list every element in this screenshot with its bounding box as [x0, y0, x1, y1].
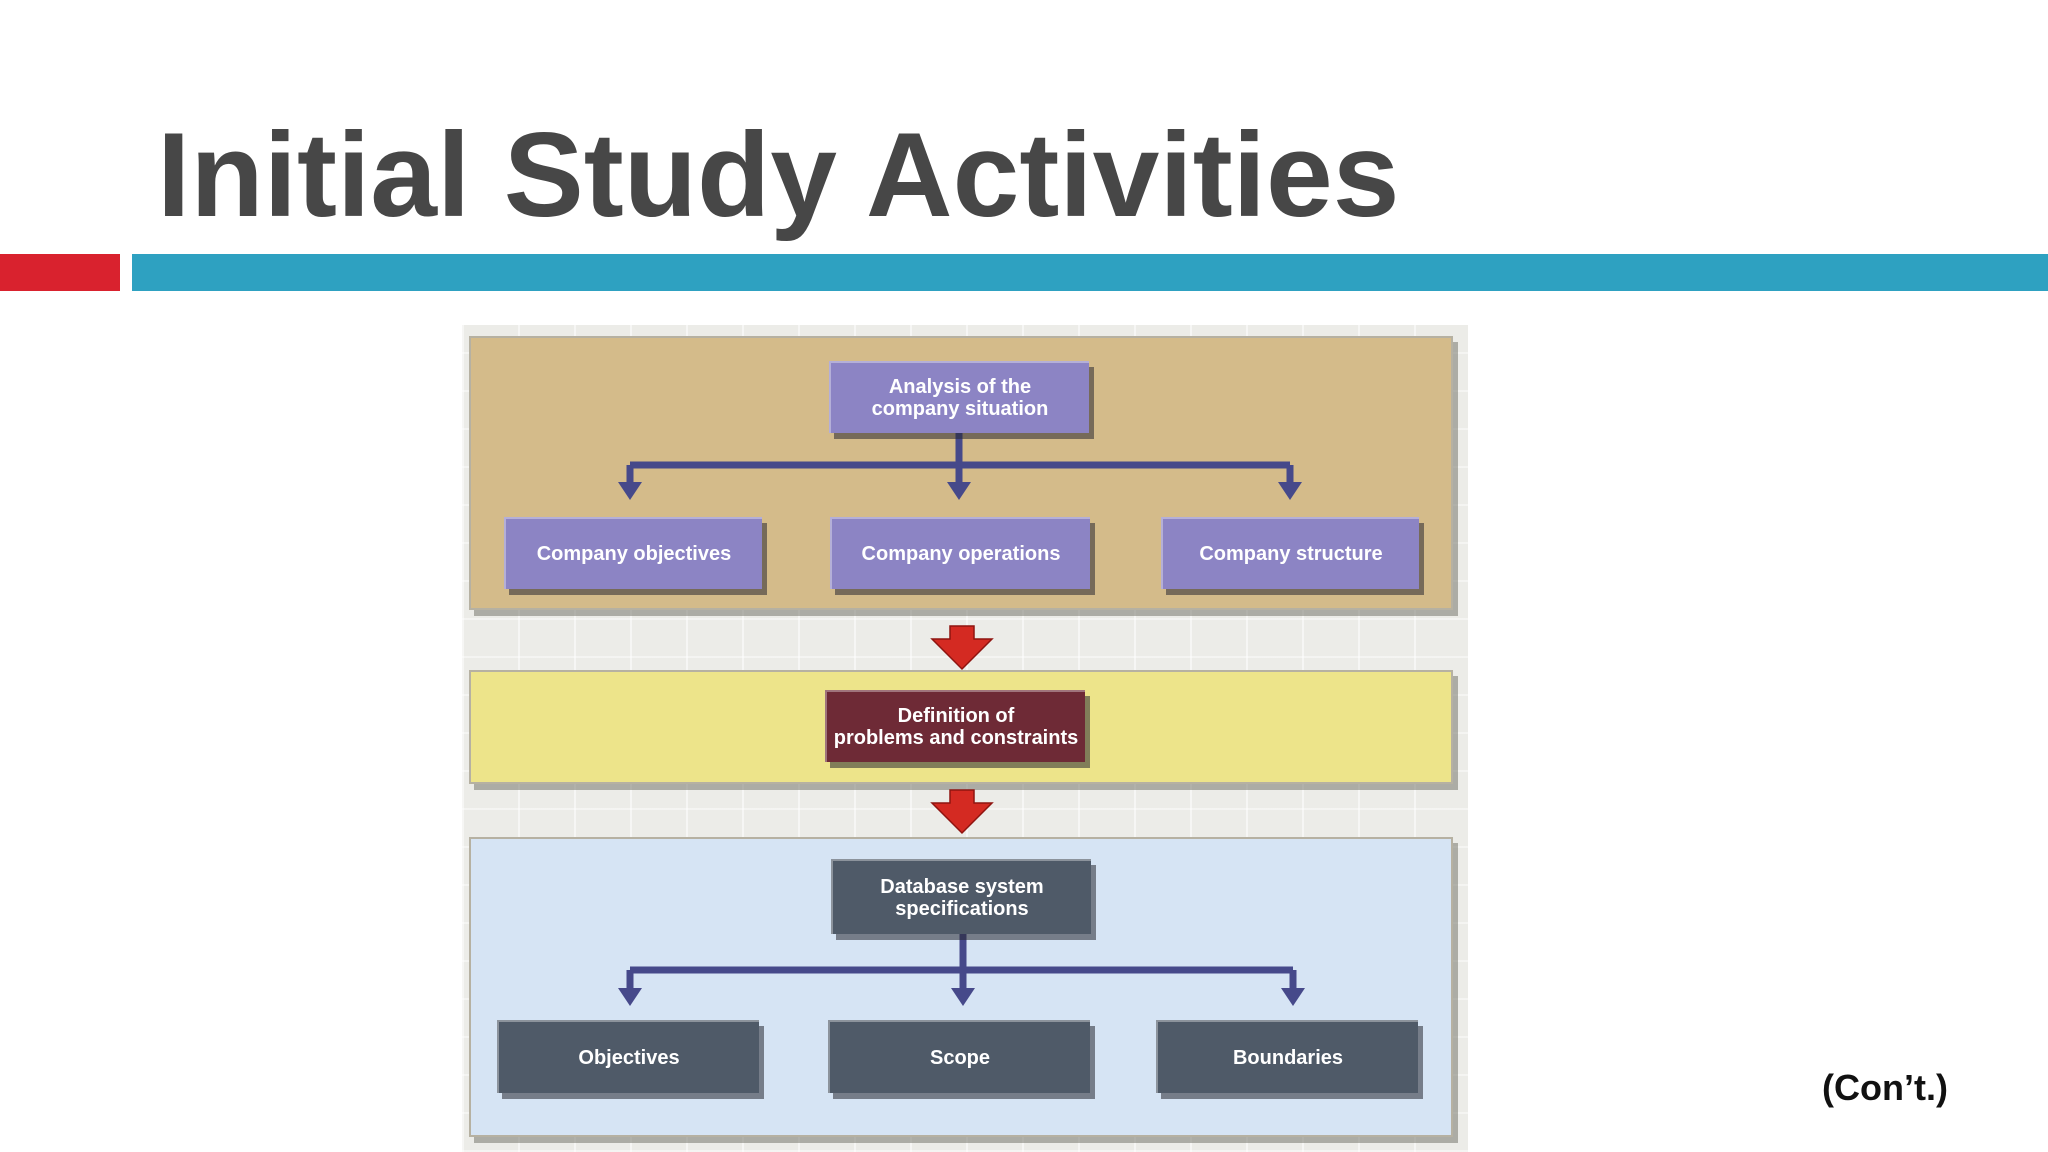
- connectors: [618, 433, 1305, 1006]
- initial-study-diagram: Analysis of the company situation Compan…: [462, 325, 1468, 1152]
- company-structure-node: Company structure: [1161, 517, 1419, 589]
- title-rule-accent: [0, 254, 120, 291]
- continued-label: (Con’t.): [1822, 1067, 1948, 1108]
- scope-node: Scope: [828, 1020, 1090, 1093]
- analysis-root-node: Analysis of the company situation: [829, 361, 1089, 433]
- specifications-tree-connector: [618, 934, 1305, 1006]
- specifications-root-node: Database system specifications: [831, 859, 1091, 934]
- definition-node: Definition of problems and constraints: [825, 690, 1085, 762]
- title-rule: [132, 254, 2048, 291]
- company-objectives-node: Company objectives: [504, 517, 762, 589]
- company-operations-node: Company operations: [830, 517, 1090, 589]
- analysis-tree-connector: [618, 433, 1302, 500]
- boundaries-node: Boundaries: [1156, 1020, 1418, 1093]
- page-title: Initial Study Activities: [157, 108, 1400, 242]
- down-arrow-icon: [930, 789, 994, 835]
- down-arrow-icon: [930, 625, 994, 671]
- objectives-node: Objectives: [497, 1020, 759, 1093]
